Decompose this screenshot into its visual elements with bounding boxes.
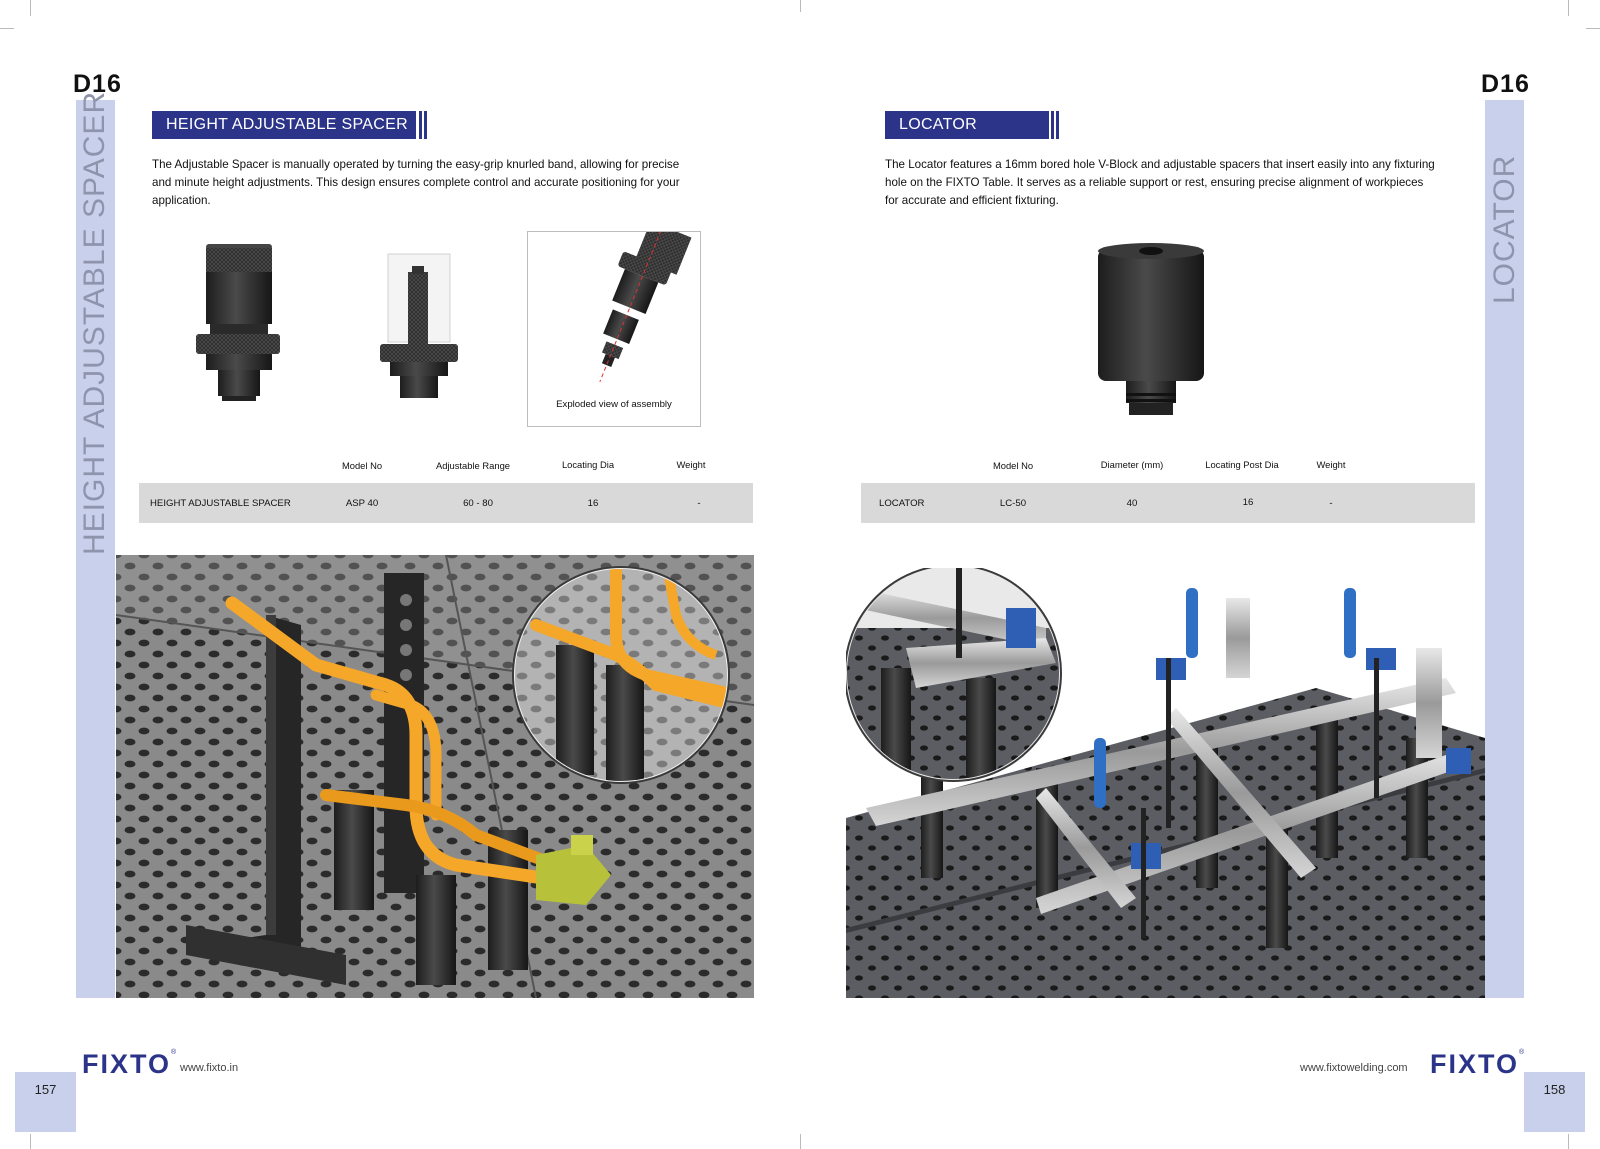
crop-mark: [800, 0, 801, 12]
right-section-code: D16: [1481, 70, 1530, 98]
crop-mark: [30, 0, 31, 16]
banner-stripe: [424, 111, 427, 139]
right-td-diameter: 40: [1126, 498, 1138, 509]
left-th-dia: Locating Dia: [561, 459, 615, 470]
right-td-name: LOCATOR: [879, 498, 925, 509]
banner-stripe: [1051, 111, 1054, 139]
left-sidebar: [76, 100, 115, 998]
exploded-view-caption: Exploded view of assembly: [556, 399, 672, 410]
crop-mark: [1586, 28, 1600, 29]
right-application-photo: [846, 568, 1485, 998]
spacer-assembled-image: [196, 244, 280, 401]
right-sidebar: [1485, 100, 1524, 998]
banner-stripe: [419, 111, 422, 139]
banner-stripe: [1056, 111, 1059, 139]
left-title-banner: HEIGHT ADJUSTABLE SPACER: [152, 111, 416, 139]
left-table-row: [139, 483, 753, 523]
left-section-code: D16: [73, 70, 122, 98]
right-th-model: Model No: [992, 460, 1034, 471]
right-td-model: LC-50: [999, 498, 1027, 509]
exploded-view-box: Exploded view of assembly: [527, 221, 701, 427]
crop-mark: [0, 28, 14, 29]
right-title-banner: LOCATOR: [885, 111, 1049, 139]
right-th-weight: Weight: [1316, 459, 1346, 470]
right-page-number: 158: [1524, 1072, 1585, 1132]
right-fixto-logo: FIXTO®: [1430, 1049, 1525, 1079]
right-sidebar-label: LOCATOR: [1488, 154, 1521, 304]
left-page-number: 157: [15, 1072, 76, 1132]
left-td-weight: -: [697, 498, 701, 509]
right-td-post-dia: 16: [1242, 497, 1254, 508]
crop-mark: [1568, 0, 1569, 16]
left-fixto-logo: FIXTO®: [82, 1049, 177, 1079]
left-th-range: Adjustable Range: [435, 460, 510, 471]
left-title: HEIGHT ADJUSTABLE SPACER: [166, 116, 408, 133]
left-td-dia: 16: [587, 498, 599, 509]
left-th-model: Model No: [341, 460, 383, 471]
crop-mark: [800, 1134, 801, 1149]
spacer-sectional-image: [380, 253, 458, 398]
left-website-url[interactable]: www.fixto.in: [180, 1062, 239, 1074]
left-th-weight: Weight: [676, 459, 706, 470]
left-td-name: HEIGHT ADJUSTABLE SPACER: [150, 498, 291, 509]
exploded-view-image: [599, 221, 692, 382]
left-description: The Adjustable Spacer is manually operat…: [152, 158, 680, 207]
right-title: LOCATOR: [899, 116, 977, 133]
locator-product-image: [1098, 243, 1204, 415]
right-description: The Locator features a 16mm bored hole V…: [885, 158, 1435, 207]
left-sidebar-label: HEIGHT ADJUSTABLE SPACER: [78, 90, 111, 555]
left-application-photo: [116, 555, 754, 998]
left-td-model: ASP 40: [345, 498, 379, 509]
right-th-post-dia: Locating Post Dia: [1205, 459, 1279, 470]
right-th-diameter: Diameter (mm): [1100, 459, 1164, 470]
left-td-range: 60 - 80: [463, 498, 493, 509]
right-website-url[interactable]: www.fixtowelding.com: [1300, 1062, 1408, 1074]
crop-mark: [1568, 1134, 1569, 1149]
right-td-weight: -: [1329, 498, 1333, 509]
right-table-row: [861, 483, 1475, 523]
crop-mark: [30, 1134, 31, 1149]
